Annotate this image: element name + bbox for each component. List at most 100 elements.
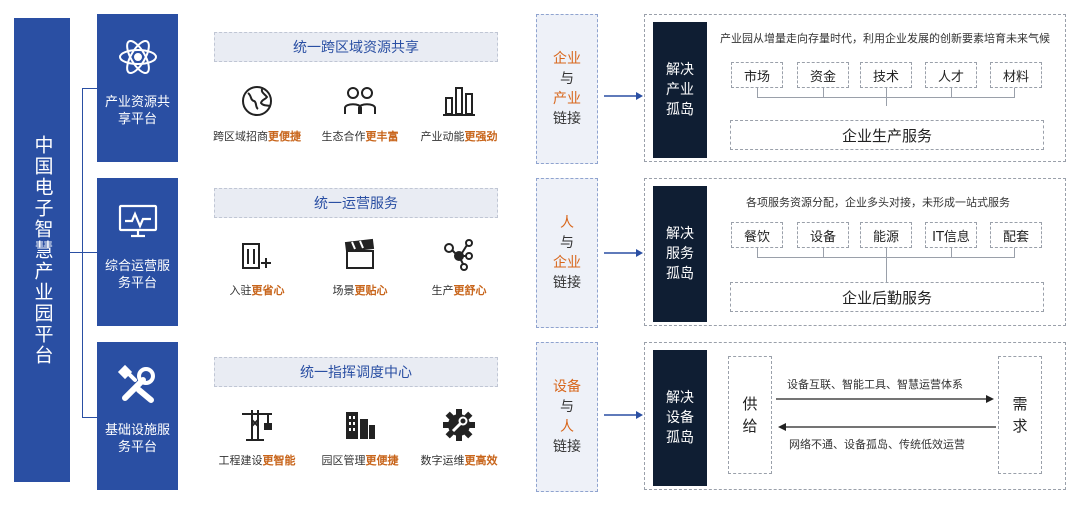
feature-item: 工程建设更智能 bbox=[203, 408, 311, 468]
feature-text: 入驻 bbox=[229, 284, 252, 297]
link-word: 与 bbox=[560, 235, 574, 251]
link-box: 设备 与 人 链接 bbox=[536, 342, 598, 492]
chip: 市场 bbox=[731, 62, 783, 88]
chip: 技术 bbox=[860, 62, 912, 88]
arrow-icon bbox=[604, 249, 643, 257]
solve-box: 解决服务孤岛 bbox=[653, 186, 707, 322]
feature-item: 生产更舒心 bbox=[405, 238, 513, 298]
supply-box: 供给 bbox=[728, 356, 772, 474]
feature-emphasis: 更便捷 bbox=[268, 130, 301, 143]
bracket-connector bbox=[82, 88, 97, 418]
platform-label: 产业资源共享平台 bbox=[104, 95, 170, 127]
crane-icon bbox=[242, 410, 272, 441]
platform-label: 综合运营服务平台 bbox=[104, 259, 170, 291]
feature-item: 生态合作更丰富 bbox=[306, 84, 414, 144]
feature-emphasis: 更智能 bbox=[262, 454, 296, 467]
flow-top-text: 设备互联、智能工具、智慧运营体系 bbox=[787, 378, 963, 391]
chip: 材料 bbox=[990, 62, 1042, 88]
gear-icon bbox=[443, 409, 475, 441]
supply-text: 供给 bbox=[742, 395, 758, 435]
feature-emphasis: 更便捷 bbox=[365, 454, 399, 467]
feature-emphasis: 更强劲 bbox=[464, 130, 498, 143]
link-word: 设备 bbox=[553, 379, 581, 395]
feature-emphasis: 更高效 bbox=[464, 454, 498, 467]
group-box bbox=[644, 342, 1066, 490]
link-word: 链接 bbox=[553, 439, 581, 455]
connector bbox=[886, 88, 887, 106]
arrow-icon bbox=[604, 92, 643, 100]
link-box: 人 与 企业 链接 bbox=[536, 178, 598, 328]
feature-text: 跨区域招商 bbox=[213, 130, 268, 143]
chip: 设备 bbox=[797, 222, 849, 248]
feature-item: 入驻更省心 bbox=[203, 238, 311, 298]
demand-box: 需求 bbox=[998, 356, 1042, 474]
arrow-right-icon bbox=[776, 395, 994, 403]
link-word: 与 bbox=[560, 71, 574, 87]
feature-emphasis: 更舒心 bbox=[453, 284, 487, 297]
feature-text: 场景 bbox=[332, 284, 355, 297]
arrow-icon bbox=[604, 411, 643, 419]
platform-operations: 综合运营服务平台 bbox=[97, 178, 178, 326]
network-icon bbox=[444, 239, 473, 271]
link-word: 人 bbox=[560, 419, 574, 435]
tools-icon bbox=[117, 364, 155, 403]
flow-bottom-text: 网络不通、设备孤岛、传统低效运营 bbox=[789, 438, 965, 451]
chip: 餐饮 bbox=[731, 222, 783, 248]
connector bbox=[823, 88, 824, 98]
feature-emphasis: 更丰富 bbox=[365, 130, 399, 143]
chip: 配套 bbox=[990, 222, 1042, 248]
building-add-icon bbox=[242, 243, 271, 269]
group-box bbox=[644, 14, 1066, 162]
atom-icon bbox=[118, 40, 157, 74]
description: 各项服务资源分配，企业多头对接，未形成一站式服务 bbox=[746, 196, 1010, 209]
connector bbox=[951, 248, 952, 258]
feature-emphasis: 更贴心 bbox=[354, 284, 388, 297]
feature-item: 数字运维更高效 bbox=[405, 408, 513, 468]
group-box bbox=[644, 178, 1066, 326]
platform-title: 中国电子智慧产业园平台 bbox=[14, 18, 70, 482]
chip: 能源 bbox=[860, 222, 912, 248]
section-title: 统一跨区域资源共享 bbox=[214, 32, 498, 62]
feature-item: 场景更贴心 bbox=[306, 238, 414, 298]
solve-box: 解决设备孤岛 bbox=[653, 350, 707, 486]
feature-item: 跨区域招商更便捷 bbox=[203, 84, 311, 144]
link-word: 与 bbox=[560, 399, 574, 415]
bar-chart-icon bbox=[443, 87, 475, 116]
service-box: 企业生产服务 bbox=[730, 120, 1044, 150]
link-word: 企业 bbox=[553, 51, 581, 67]
feature-text: 生产 bbox=[431, 284, 454, 297]
connector bbox=[886, 248, 887, 282]
city-icon bbox=[346, 412, 375, 439]
solve-text: 解决设备孤岛 bbox=[666, 390, 694, 446]
connector bbox=[823, 248, 824, 258]
description: 产业园从增量走向存量时代，利用企业发展的创新要素培育未来气候 bbox=[720, 32, 1050, 45]
section-title: 统一指挥调度中心 bbox=[214, 357, 498, 387]
bracket-stub bbox=[70, 252, 82, 253]
link-word: 链接 bbox=[553, 275, 581, 291]
section-title: 统一运营服务 bbox=[214, 188, 498, 218]
chip: 资金 bbox=[797, 62, 849, 88]
feature-emphasis: 更省心 bbox=[251, 284, 285, 297]
chip: IT信息 bbox=[925, 222, 977, 248]
globe-icon bbox=[242, 86, 272, 116]
arrow-left-icon bbox=[778, 423, 996, 431]
feature-item: 产业动能更强劲 bbox=[405, 84, 513, 144]
feature-text: 工程建设 bbox=[218, 454, 263, 467]
demand-text: 需求 bbox=[1012, 395, 1028, 435]
link-word: 人 bbox=[560, 215, 574, 231]
bracket-mid bbox=[82, 252, 97, 253]
platform-label: 基础设施服务平台 bbox=[104, 423, 170, 455]
link-word: 链接 bbox=[553, 111, 581, 127]
service-box: 企业后勤服务 bbox=[730, 282, 1044, 312]
clapper-icon bbox=[344, 238, 375, 269]
people-icon bbox=[344, 87, 376, 114]
chip: 人才 bbox=[925, 62, 977, 88]
feature-item: 园区管理更便捷 bbox=[306, 408, 414, 468]
feature-text: 园区管理 bbox=[321, 454, 366, 467]
feature-text: 产业动能 bbox=[420, 130, 465, 143]
platform-infrastructure: 基础设施服务平台 bbox=[97, 342, 178, 490]
platform-resource-sharing: 产业资源共享平台 bbox=[97, 14, 178, 162]
solve-box: 解决产业孤岛 bbox=[653, 22, 707, 158]
link-word: 产业 bbox=[553, 91, 581, 107]
solve-text: 解决服务孤岛 bbox=[666, 226, 694, 282]
